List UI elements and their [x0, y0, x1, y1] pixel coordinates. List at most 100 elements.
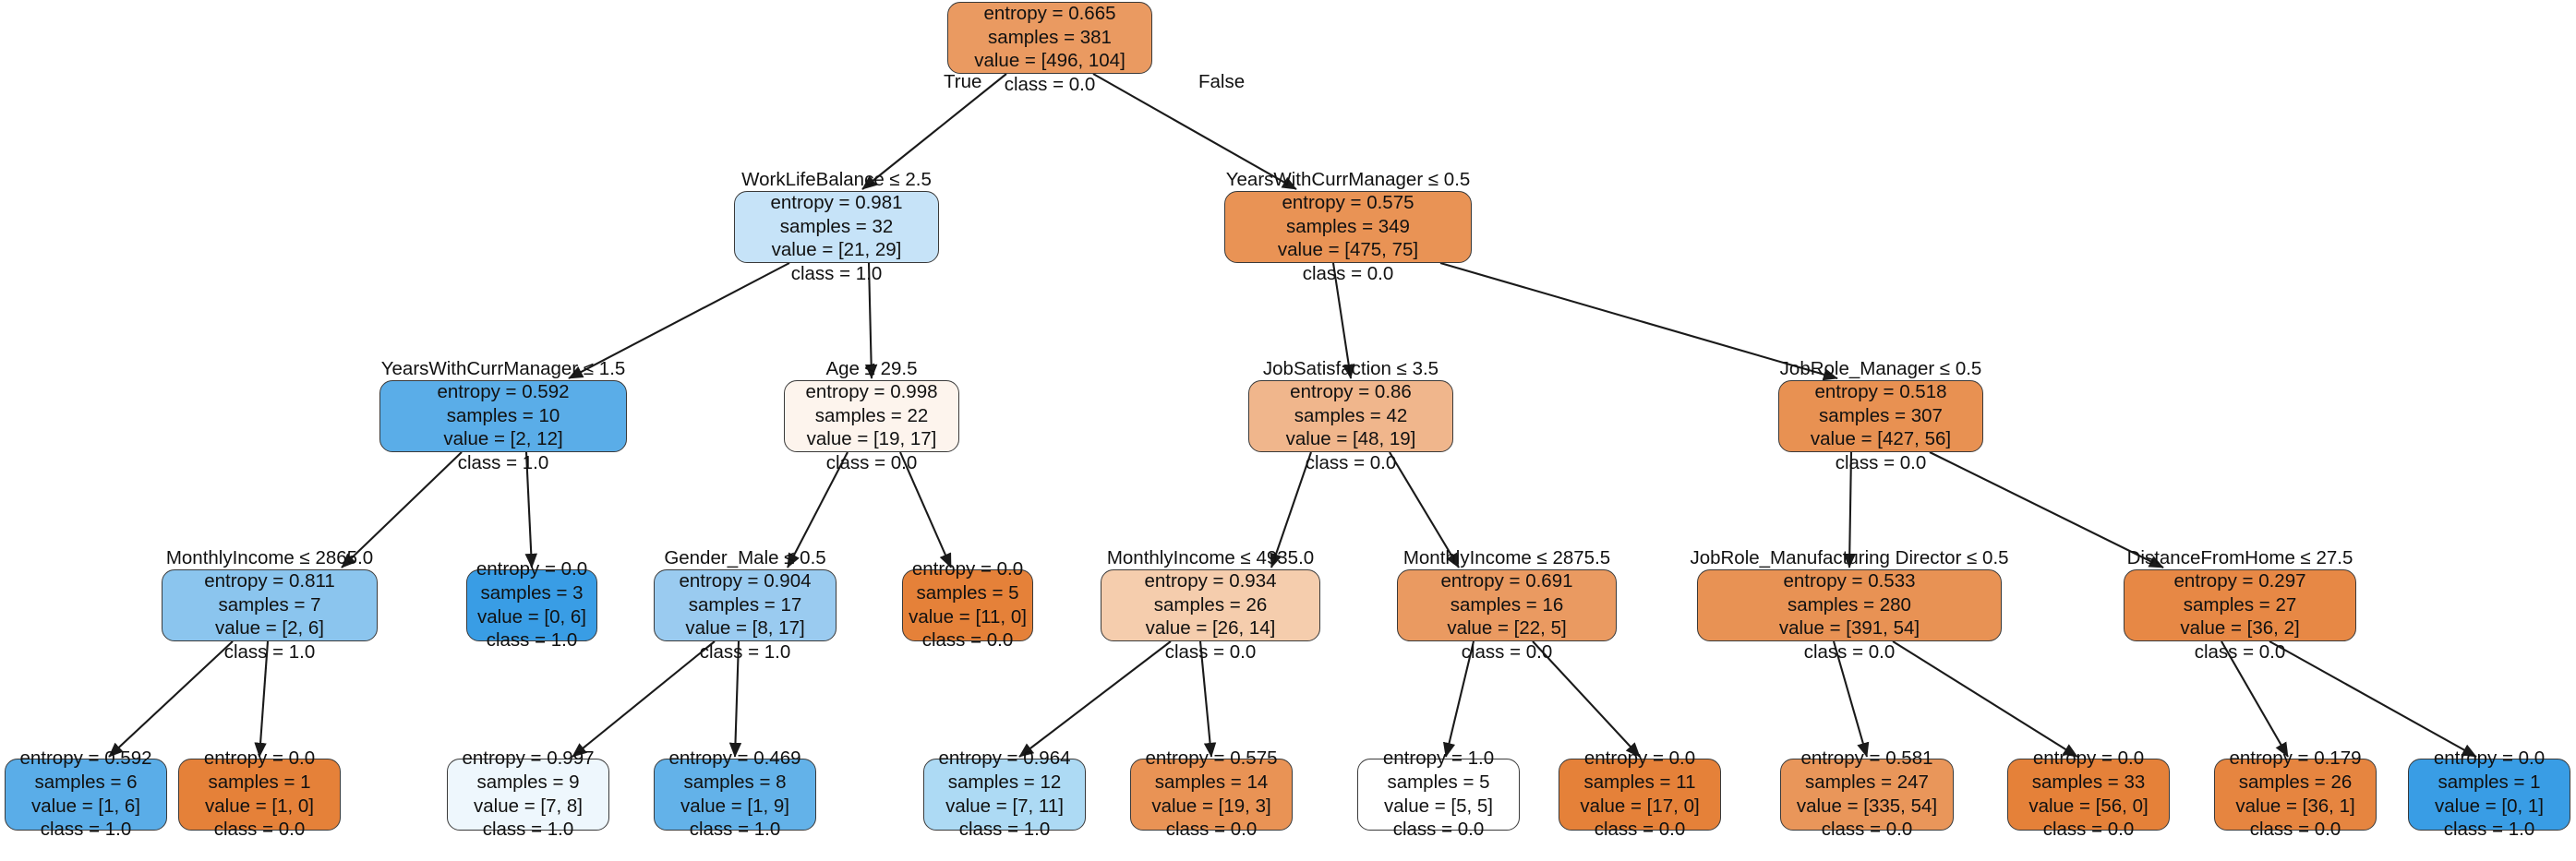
tree-edge	[572, 640, 716, 758]
node-value: value = [56, 0]	[2028, 795, 2149, 817]
node-entropy: entropy = 0.575	[1282, 192, 1414, 214]
node-value: value = [48, 19]	[1285, 428, 1416, 450]
node-samples: samples = 381	[988, 26, 1112, 48]
node-samples: samples = 9	[476, 771, 580, 793]
node-class: class = 1.0	[482, 819, 574, 841]
node-class: class = 0.0	[1594, 819, 1686, 841]
node-value: value = [0, 1]	[2435, 795, 2544, 817]
node-samples: samples = 8	[683, 771, 787, 793]
node-class: class = 1.0	[457, 451, 549, 473]
node-samples: samples = 26	[2238, 771, 2353, 793]
node-condition: JobSatisfaction ≤ 3.5	[1262, 357, 1439, 379]
node-samples: samples = 12	[947, 771, 1062, 793]
node-entropy: entropy = 0.811	[204, 570, 335, 592]
node-class: class = 0.0	[1821, 819, 1913, 841]
node-entropy: entropy = 0.964	[938, 747, 1071, 770]
node-value: value = [19, 17]	[806, 428, 937, 450]
node-value: value = [8, 17]	[685, 617, 805, 640]
node-class: class = 1.0	[790, 262, 883, 284]
node-samples: samples = 7	[218, 593, 321, 616]
node-condition: MonthlyIncome ≤ 4935.0	[1106, 546, 1315, 568]
node-value: value = [11, 0]	[909, 605, 1027, 628]
node-condition: JobRole_Manufacturing Director ≤ 0.5	[1690, 546, 2009, 568]
node-condition: MonthlyIncome ≤ 2865.0	[165, 546, 374, 568]
node-class: class = 0.0	[1803, 640, 1896, 663]
node-class: class = 0.0	[1302, 262, 1394, 284]
node-condition: Age ≤ 29.5	[825, 357, 918, 379]
node-entropy: entropy = 0.86	[1290, 381, 1412, 403]
node-entropy: entropy = 0.691	[1440, 570, 1573, 592]
node-condition: WorkLifeBalance ≤ 2.5	[741, 168, 932, 190]
node-value: value = [335, 54]	[1796, 795, 1938, 817]
node-condition: YearsWithCurrManager ≤ 0.5	[1225, 168, 1471, 190]
node-class: class = 1.0	[2443, 819, 2535, 841]
node-samples: samples = 42	[1294, 404, 1408, 426]
node-value: value = [475, 75]	[1277, 239, 1419, 261]
node-value: value = [36, 1]	[2235, 795, 2355, 817]
node-samples: samples = 1	[208, 771, 311, 793]
node-condition: TotalWorkingYears ≤ 2.5	[948, 0, 1152, 2]
node-value: value = [2, 6]	[215, 617, 324, 640]
tree-edge	[1439, 261, 1838, 381]
node-entropy: entropy = 0.592	[437, 381, 570, 403]
node-entropy: entropy = 0.469	[668, 747, 801, 770]
node-condition: DistanceFromHome ≤ 27.5	[2126, 546, 2353, 568]
node-class: class = 0.0	[2249, 819, 2341, 841]
node-value: value = [22, 5]	[1447, 617, 1567, 640]
node-value: value = [7, 11]	[945, 795, 1064, 817]
node-samples: samples = 16	[1450, 593, 1564, 616]
node-entropy: entropy = 0.0	[2032, 747, 2145, 770]
node-samples: samples = 17	[688, 593, 802, 616]
node-value: value = [496, 104]	[974, 50, 1125, 72]
node-class: class = 0.0	[1461, 640, 1553, 663]
node-class: class = 1.0	[958, 819, 1051, 841]
node-value: value = [19, 3]	[1151, 795, 1271, 817]
node-samples: samples = 5	[1387, 771, 1490, 793]
edge-label-false: False	[1198, 71, 1246, 92]
node-samples: samples = 307	[1819, 404, 1943, 426]
tree-edge	[1892, 640, 2078, 758]
node-value: value = [17, 0]	[1580, 795, 1700, 817]
node-entropy: entropy = 0.665	[983, 3, 1116, 25]
node-samples: samples = 27	[2183, 593, 2297, 616]
node-entropy: entropy = 0.0	[1583, 747, 1696, 770]
node-entropy: entropy = 0.934	[1144, 570, 1277, 592]
node-entropy: entropy = 0.0	[203, 747, 316, 770]
node-value: value = [2, 12]	[443, 428, 563, 450]
node-entropy: entropy = 0.981	[770, 192, 903, 214]
node-entropy: entropy = 0.998	[805, 381, 938, 403]
node-entropy: entropy = 0.0	[2433, 747, 2546, 770]
node-value: value = [0, 6]	[477, 605, 586, 628]
node-entropy: entropy = 0.297	[2173, 570, 2306, 592]
node-class: class = 1.0	[486, 629, 578, 652]
node-samples: samples = 22	[814, 404, 929, 426]
node-class: class = 0.0	[1305, 451, 1397, 473]
node-entropy: entropy = 1.0	[1382, 747, 1495, 770]
node-entropy: entropy = 0.0	[475, 558, 588, 580]
node-class: class = 0.0	[1392, 819, 1485, 841]
node-class: class = 0.0	[213, 819, 306, 841]
node-value: value = [5, 5]	[1384, 795, 1493, 817]
node-class: class = 0.0	[1165, 819, 1258, 841]
tree-edge	[1018, 640, 1172, 758]
node-class: class = 0.0	[825, 451, 918, 473]
node-samples: samples = 5	[916, 581, 1019, 604]
node-value: value = [1, 9]	[680, 795, 789, 817]
